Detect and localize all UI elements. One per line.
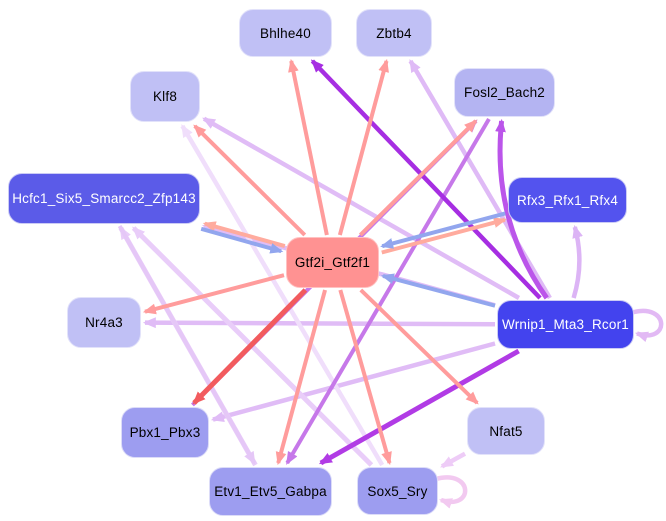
node-rfx3[interactable]: Rfx3_Rfx1_Rfx4 [508, 177, 627, 223]
node-hcfc1[interactable]: Hcfc1_Six5_Smarcc2_Zfp143 [8, 173, 200, 224]
node-label: Etv1_Etv5_Gabpa [214, 484, 327, 499]
node-label: Gtf2i_Gtf2f1 [294, 255, 371, 270]
node-klf8[interactable]: Klf8 [130, 71, 200, 122]
edge-fosl2-etv1 [285, 117, 491, 465]
edge-wrnip1-klf8 [202, 116, 521, 300]
edge-wrnip1-pbx1 [210, 341, 496, 422]
node-label: Klf8 [152, 89, 178, 104]
edge-nfat5-sox5 [440, 451, 467, 469]
node-label: Wrnip1_Mta3_Rcor1 [502, 317, 629, 332]
edge-wrnip1-bhlhe40 [310, 59, 542, 300]
node-label: Hcfc1_Six5_Smarcc2_Zfp143 [12, 191, 196, 206]
edge-sox5-sox5 [435, 475, 468, 509]
edge-gtf2i-nfat5 [359, 288, 479, 405]
node-nr4a3[interactable]: Nr4a3 [67, 297, 141, 348]
node-label: Fosl2_Bach2 [464, 85, 545, 100]
node-label: Pbx1_Pbx3 [129, 425, 201, 440]
node-zbtb4[interactable]: Zbtb4 [356, 9, 432, 57]
edge-gtf2i-pbx1 [192, 288, 308, 405]
node-label: Zbtb4 [376, 25, 412, 41]
edge-wrnip1-fosl2 [495, 118, 549, 300]
edge-gtf2i-nr4a3 [142, 273, 285, 315]
node-gtf2i[interactable]: Gtf2i_Gtf2f1 [286, 237, 379, 288]
edge-wrnip1-zbtb4 [408, 59, 552, 300]
edge-gtf2i-bhlhe40 [288, 58, 329, 236]
node-pbx1[interactable]: Pbx1_Pbx3 [121, 407, 209, 458]
node-bhlhe40[interactable]: Bhlhe40 [239, 9, 332, 57]
edge-gtf2i-hcfc1 [202, 221, 286, 248]
edge-gtf2i-zbtb4 [337, 58, 389, 236]
edge-gtf2i-fosl2 [358, 119, 478, 237]
edge-wrnip1-wrnip1 [631, 308, 664, 343]
edge-wrnip1-etv1 [318, 348, 520, 466]
node-fosl2[interactable]: Fosl2_Bach2 [454, 68, 555, 117]
node-label: Nfat5 [489, 423, 523, 439]
node-label: Rfx3_Rfx1_Rfx4 [516, 192, 619, 208]
node-wrnip1[interactable]: Wrnip1_Mta3_Rcor1 [497, 300, 634, 349]
edge-gtf2i-rfx3 [381, 217, 507, 255]
node-etv1[interactable]: Etv1_Etv5_Gabpa [209, 467, 332, 516]
edge-wrnip1-gtf2i [380, 273, 496, 308]
node-sox5[interactable]: Sox5_Sry [357, 467, 438, 515]
edge-gtf2i-klf8 [193, 124, 307, 237]
edge-wrnip1-rfx3 [571, 224, 583, 299]
edge-gtf2i-etv1 [275, 289, 327, 466]
edge-rfx3-gtf2i [380, 211, 506, 249]
edge-wrnip1-nr4a3 [142, 317, 496, 329]
edge-sox5-klf8 [180, 124, 385, 467]
edge-gtf2i-sox5 [338, 289, 392, 466]
node-label: Nr4a3 [85, 315, 123, 330]
edge-hcfc1-gtf2i [200, 226, 284, 254]
node-label: Bhlhe40 [260, 25, 311, 41]
node-nfat5[interactable]: Nfat5 [467, 407, 545, 455]
edge-hcfc1-etv1 [117, 225, 257, 465]
node-label: Sox5_Sry [367, 483, 428, 499]
